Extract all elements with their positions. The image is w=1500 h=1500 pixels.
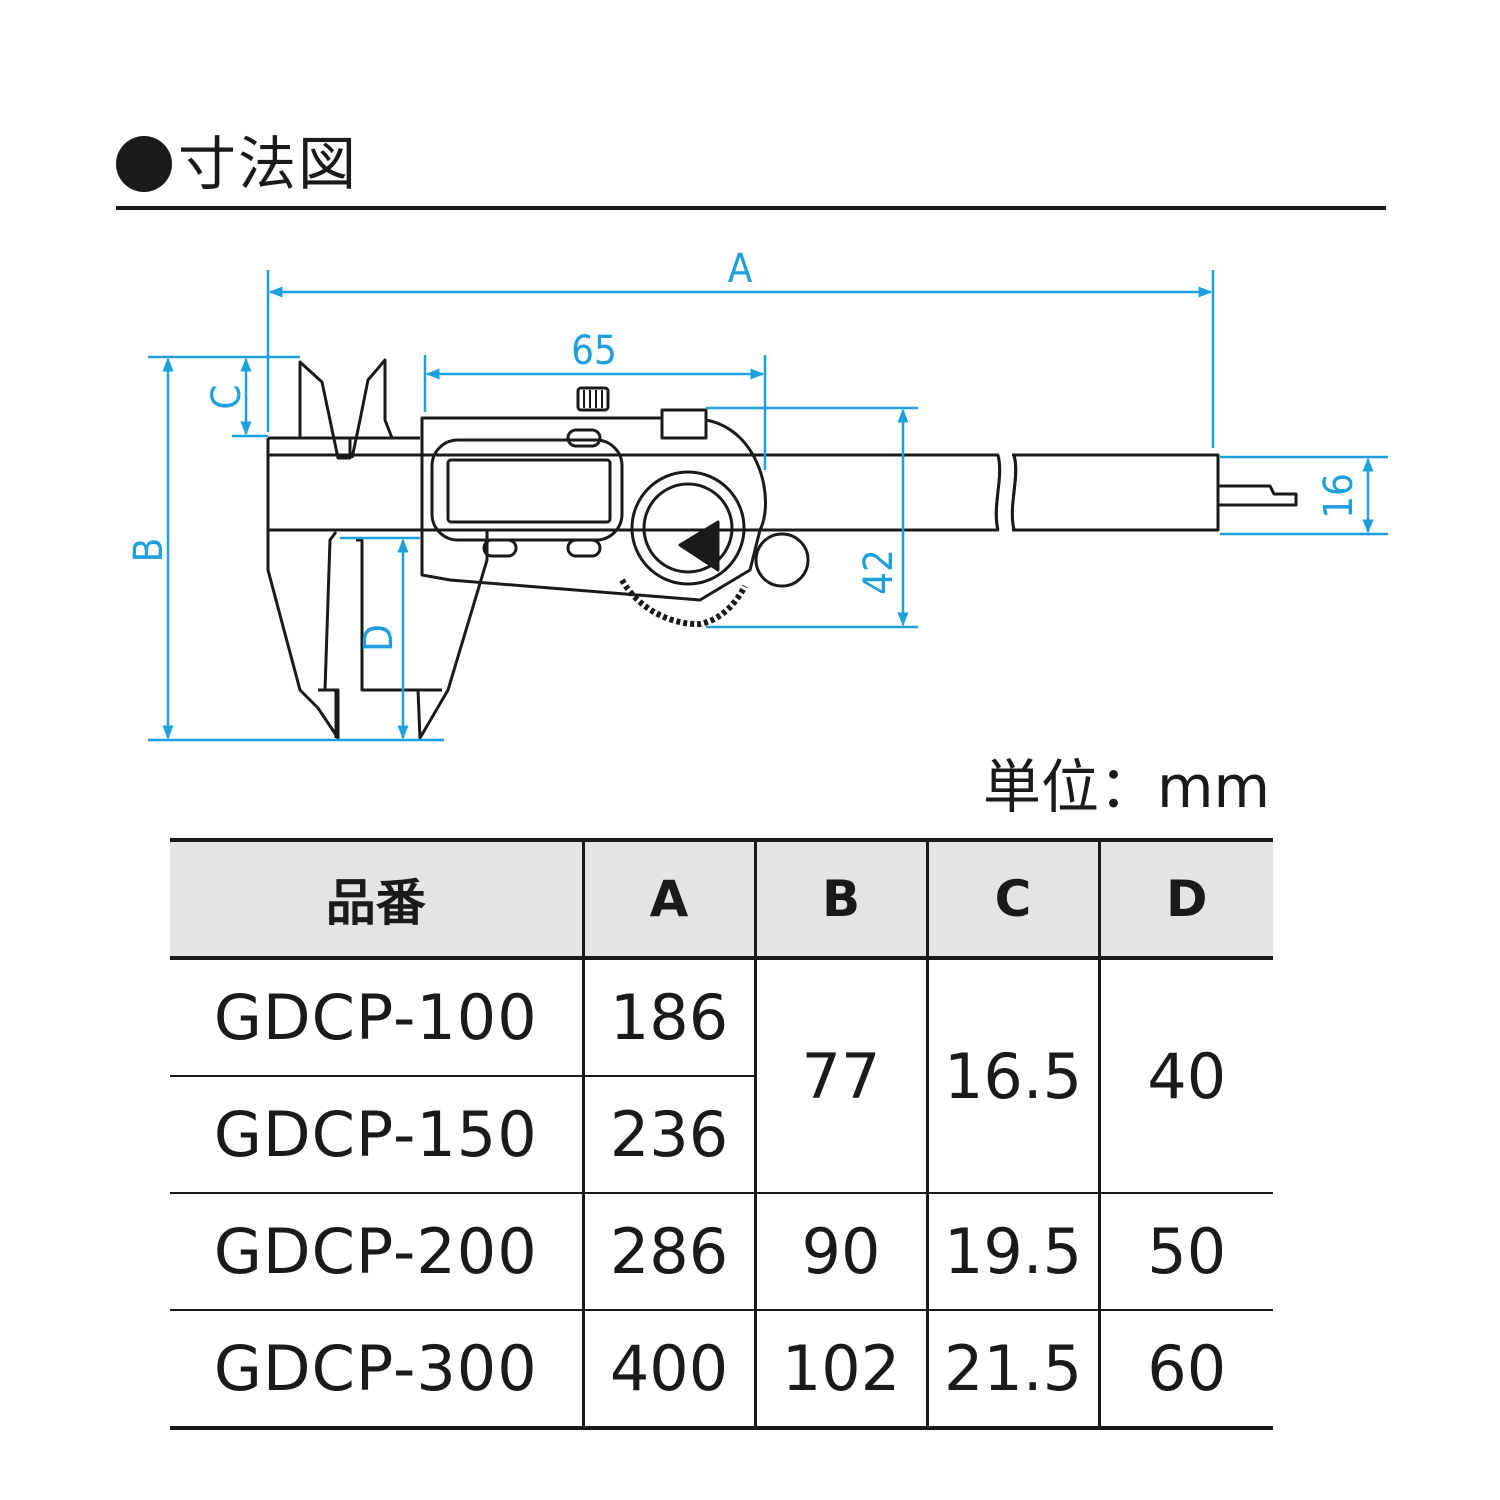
depth-rod bbox=[1218, 484, 1298, 507]
cell-C: 19.5 bbox=[925, 1193, 1099, 1311]
table-row: GDCP-300 400 102 21.5 60 bbox=[170, 1310, 1273, 1430]
cell-D: 50 bbox=[1097, 1193, 1273, 1311]
cell-A: 236 bbox=[581, 1076, 755, 1194]
fixed-lower-jaw bbox=[266, 530, 340, 740]
bullet-icon bbox=[116, 136, 172, 192]
cell-D-merged: 40 bbox=[1097, 958, 1273, 1194]
label-C: C bbox=[204, 384, 250, 409]
moving-upper-jaw bbox=[350, 358, 420, 459]
label-A: A bbox=[728, 246, 753, 292]
cell-C: 21.5 bbox=[925, 1310, 1099, 1430]
unit-label: 単位：mm bbox=[983, 753, 1270, 821]
cell-model: GDCP-200 bbox=[170, 1193, 583, 1311]
dimension-table: 品番 A B C D GDCP-100 186 77 16.5 40 GDCP-… bbox=[170, 838, 1273, 1430]
cell-B: 102 bbox=[753, 1310, 927, 1430]
cell-B-merged: 77 bbox=[753, 958, 927, 1194]
fixed-upper-jaw bbox=[298, 360, 352, 460]
lcd-window bbox=[430, 438, 624, 542]
section-title: 寸法図 bbox=[116, 128, 358, 200]
header-D: D bbox=[1097, 838, 1273, 960]
label-16: 16 bbox=[1316, 473, 1362, 519]
label-D: D bbox=[356, 624, 402, 652]
cell-model: GDCP-100 bbox=[170, 958, 583, 1077]
table-row: GDCP-150 236 bbox=[170, 1076, 1273, 1194]
header-C: C bbox=[925, 838, 1099, 960]
table-row: GDCP-100 186 77 16.5 40 bbox=[170, 958, 1273, 1194]
roller-knob bbox=[754, 532, 810, 588]
dial-inner bbox=[642, 482, 734, 574]
button-top bbox=[566, 428, 602, 448]
label-B: B bbox=[126, 538, 172, 563]
label-42: 42 bbox=[856, 549, 902, 595]
section-title-text: 寸法図 bbox=[178, 130, 359, 198]
header-model: 品番 bbox=[170, 838, 583, 960]
cell-A: 186 bbox=[581, 958, 755, 1077]
cell-C-merged: 16.5 bbox=[925, 958, 1099, 1194]
label-65: 65 bbox=[571, 328, 617, 374]
lock-screw bbox=[576, 386, 610, 412]
dimension-labels: A 65 B C D 42 16 bbox=[126, 246, 1362, 652]
button-bottom-left bbox=[482, 538, 518, 558]
table-header-row: 品番 A B C D bbox=[170, 838, 1273, 960]
cell-B: 90 bbox=[753, 1193, 927, 1311]
lcd-screen bbox=[446, 458, 612, 524]
title-divider bbox=[116, 206, 1386, 210]
header-B: B bbox=[753, 838, 927, 960]
caliper-dimension-diagram: A 65 B C D 42 16 bbox=[126, 246, 1388, 742]
knurled-wheel bbox=[619, 578, 748, 628]
cell-A: 286 bbox=[581, 1193, 755, 1311]
cell-A: 400 bbox=[581, 1310, 755, 1430]
cell-D: 60 bbox=[1097, 1310, 1273, 1430]
header-A: A bbox=[581, 838, 755, 960]
cell-model: GDCP-300 bbox=[170, 1310, 583, 1430]
dimension-lines bbox=[148, 270, 1388, 742]
dial-outer bbox=[630, 470, 746, 586]
cell-model: GDCP-150 bbox=[170, 1076, 583, 1194]
caliper-drawing bbox=[266, 358, 1298, 740]
button-bottom-right bbox=[566, 538, 602, 558]
table-row: GDCP-200 286 90 19.5 50 bbox=[170, 1193, 1273, 1311]
